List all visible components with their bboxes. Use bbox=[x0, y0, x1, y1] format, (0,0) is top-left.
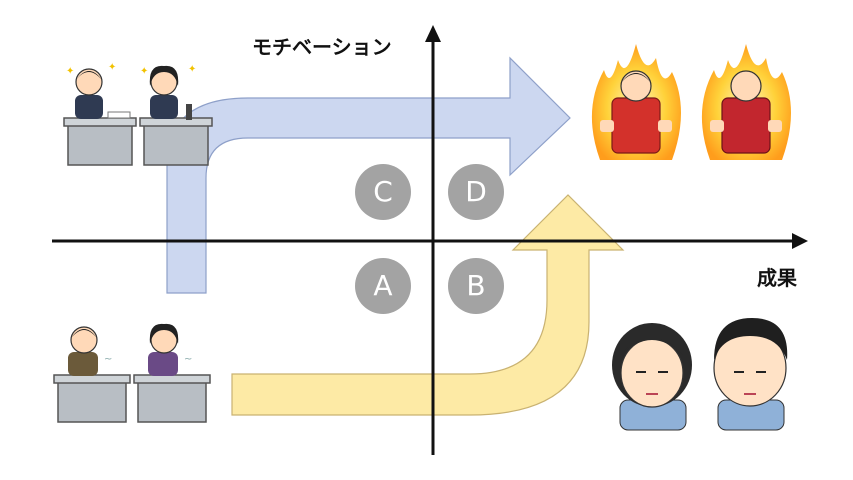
x-axis-label: 成果 bbox=[757, 266, 797, 290]
axes bbox=[52, 25, 808, 455]
fired-up-workers-illustration bbox=[591, 44, 791, 160]
svg-text:✦: ✦ bbox=[140, 66, 148, 77]
yellow-growth-arrow bbox=[231, 194, 625, 416]
svg-text:✦: ✦ bbox=[66, 66, 74, 77]
motivated-workers-illustration: ✦ ✦ ✦ ✦ bbox=[63, 62, 213, 166]
svg-text:✦: ✦ bbox=[108, 62, 116, 73]
svg-text:~: ~ bbox=[104, 354, 112, 365]
disengaged-workers-illustration bbox=[612, 318, 788, 431]
quadrant-c-badge: C bbox=[355, 164, 411, 220]
tired-workers-illustration: ~ ~ bbox=[53, 323, 211, 423]
svg-text:~: ~ bbox=[184, 354, 192, 365]
quadrant-b-badge: B bbox=[448, 258, 504, 314]
quadrant-d-badge: D bbox=[448, 164, 504, 220]
quadrant-a-badge: A bbox=[355, 258, 411, 314]
y-axis-arrowhead bbox=[425, 25, 441, 42]
y-axis-label: モチベーション bbox=[252, 35, 392, 59]
svg-text:✦: ✦ bbox=[188, 64, 196, 75]
x-axis-arrowhead bbox=[792, 233, 808, 249]
